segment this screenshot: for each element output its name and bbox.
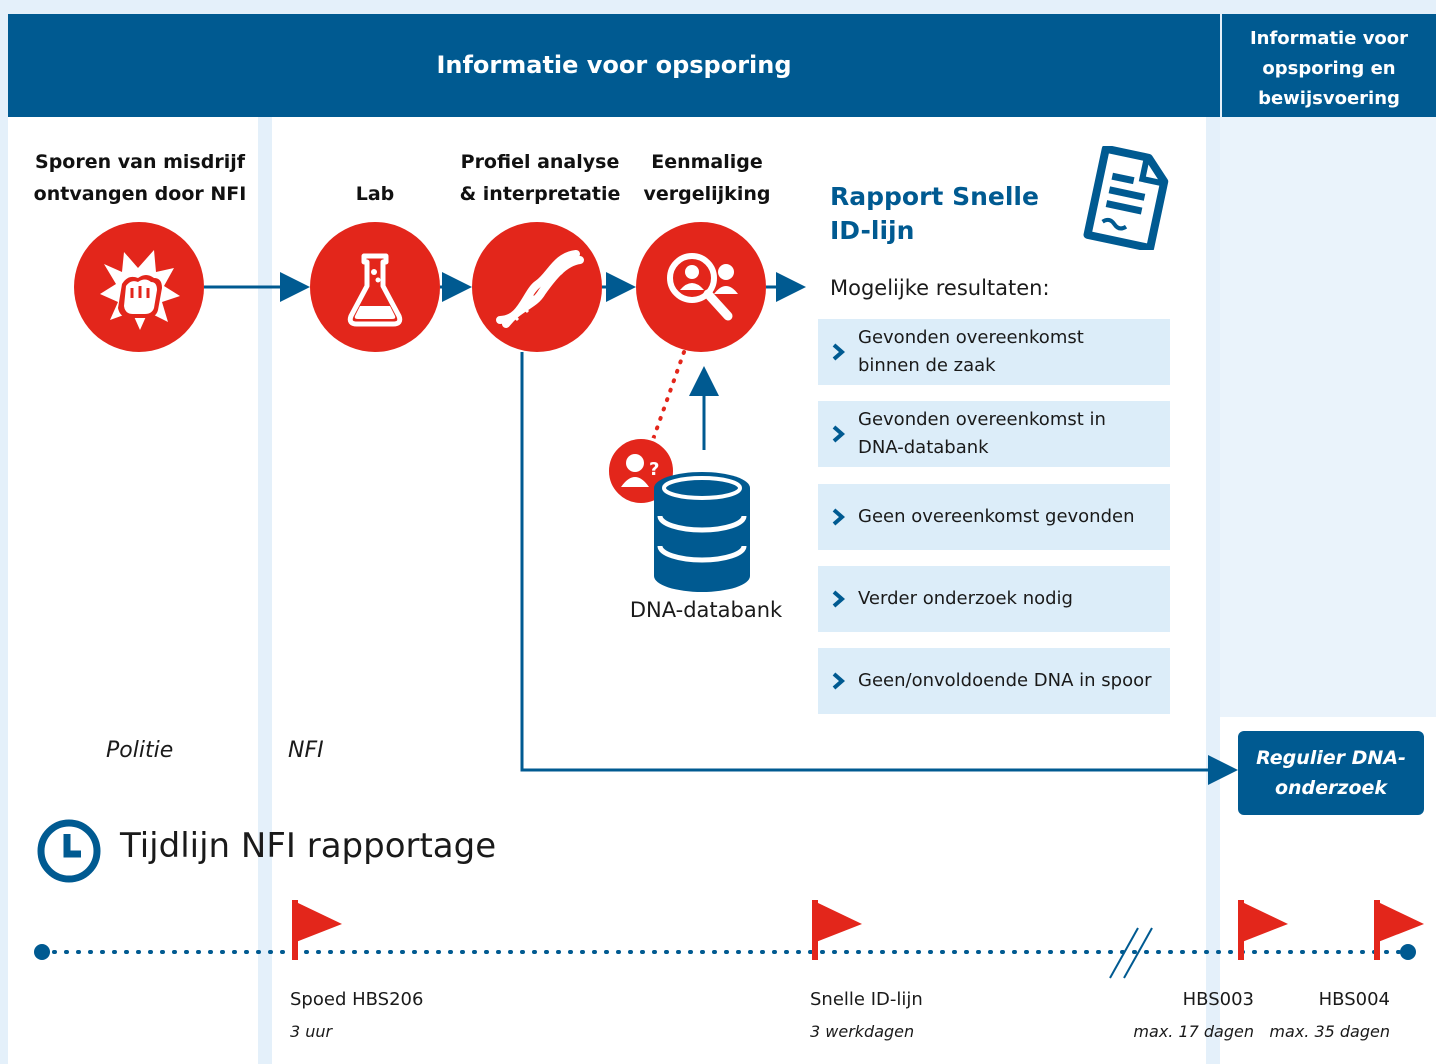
header-side-title: Informatie voor opsporing en bewijsvoeri… [1249, 28, 1409, 109]
flag-icon [1374, 900, 1424, 960]
milestone-duration: 3 uur [290, 1022, 333, 1041]
unknown-person-badge: ? [606, 436, 676, 506]
step-label-sporen: Sporen van misdrijf ontvangen door NFI [33, 151, 247, 205]
column-divider-politie-nfi [258, 117, 272, 1064]
report-subtitle: Mogelijke resultaten: [830, 276, 1050, 300]
flag-icon [292, 900, 342, 960]
header-band-side: Informatie voor opsporing en bewijsvoeri… [1220, 14, 1436, 117]
unknown-person-icon: ? [621, 454, 659, 487]
step-label-profiel: Profiel analyse & interpretatie [459, 151, 621, 205]
result-text: Geen overeenkomst gevonden [858, 506, 1135, 527]
milestone-label: Spoed HBS206 [290, 989, 424, 1010]
result-item: Geen overeenkomst gevonden [818, 484, 1170, 550]
result-text: Geen/onvoldoende DNA in spoor [858, 670, 1152, 691]
result-item: Gevonden overeenkomst in DNA-databank [818, 401, 1170, 467]
database-label: DNA-databank [629, 598, 783, 622]
search-people-icon [667, 253, 738, 321]
milestone: HBS004 max. 35 dagen [1260, 984, 1390, 1048]
column-divider-side [1206, 117, 1220, 1064]
timeline-title: Tijdlijn NFI rapportage [120, 826, 497, 866]
crime-fist-icon [100, 250, 180, 330]
step-circle-sporen [74, 222, 204, 352]
lane-label-politie: Politie [106, 738, 174, 763]
milestone: HBS003 max. 17 dagen [1120, 984, 1254, 1048]
flag-icon [812, 900, 862, 960]
lane-label-nfi: NFI [288, 738, 324, 763]
milestone-duration: max. 35 dagen [1269, 1022, 1390, 1041]
result-text: Gevonden overeenkomst in DNA-databank [858, 409, 1106, 458]
top-border [0, 0, 1436, 14]
step-circle-vergelijking [636, 222, 766, 352]
clock-icon [36, 818, 102, 888]
chevron-right-icon [818, 589, 858, 609]
result-text: Gevonden overeenkomst binnen de zaak [858, 327, 1084, 376]
chevron-right-icon [818, 671, 858, 691]
result-item: Gevonden overeenkomst binnen de zaak [818, 319, 1170, 385]
dna-icon [496, 250, 584, 328]
milestone-duration: max. 17 dagen [1133, 1022, 1254, 1041]
report-document-icon [1080, 144, 1172, 254]
side-column-bg [1220, 117, 1436, 717]
result-item: Geen/onvoldoende DNA in spoor [818, 648, 1170, 714]
step-circle-lab [310, 222, 440, 352]
flag-icon [1238, 900, 1288, 960]
flask-icon [347, 253, 403, 327]
milestone-label: HBS003 [1182, 989, 1254, 1010]
milestone: Spoed HBS206 3 uur [290, 984, 423, 1048]
regulier-label: Regulier DNA-onderzoek [1256, 747, 1406, 799]
dotted-suspect-link [648, 350, 686, 450]
result-text: Verder onderzoek nodig [858, 588, 1073, 609]
database-icon [652, 470, 752, 598]
left-border [0, 0, 8, 1064]
report-title: Rapport Snelle ID-lijn [830, 182, 1039, 245]
milestone-label: Snelle ID-lijn [810, 989, 923, 1010]
chevron-right-icon [818, 342, 858, 362]
result-item: Verder onderzoek nodig [818, 566, 1170, 632]
chevron-right-icon [818, 424, 858, 444]
chevron-right-icon [818, 507, 858, 527]
svg-text:?: ? [649, 459, 659, 480]
arrow-regulier [520, 352, 1238, 785]
header-main-title: Informatie voor opsporing [436, 51, 792, 79]
milestone: Snelle ID-lijn 3 werkdagen [810, 984, 923, 1048]
regulier-box: Regulier DNA-onderzoek [1238, 731, 1424, 815]
step-label-vergelijking: Eenmalige vergelijking [643, 151, 771, 205]
step-circle-profiel [472, 222, 602, 352]
milestone-duration: 3 werkdagen [810, 1022, 915, 1041]
header-band-main: Informatie voor opsporing [8, 14, 1220, 117]
milestone-label: HBS004 [1318, 989, 1390, 1010]
step-label-lab: Lab [355, 183, 395, 205]
